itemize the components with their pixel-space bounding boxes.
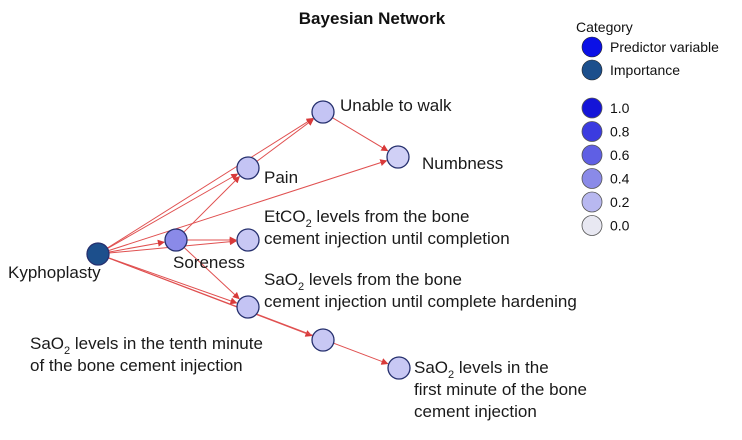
- legend-scale-label: 0.4: [610, 171, 630, 187]
- legend-scale-marker: [581, 168, 603, 189]
- node-etco2[interactable]: [236, 228, 260, 252]
- node-label-soreness: Soreness: [173, 253, 245, 272]
- node-label-numbness: Numbness: [422, 154, 503, 173]
- legend-scale-label: 0.0: [610, 218, 630, 234]
- node-label-sao2-tenth-line-2: of the bone cement injection: [30, 356, 243, 375]
- legend-scale-label: 0.6: [610, 147, 630, 163]
- legend-scale-marker: [581, 191, 603, 213]
- node-label-etco2-line-2: cement injection until completion: [264, 229, 510, 248]
- legend-scale-label: 1.0: [610, 100, 630, 116]
- legend-scale-marker: [581, 215, 603, 236]
- node-labels-layer: Kyphoplasty Soreness Pain Unable to walkNum…: [8, 96, 587, 421]
- edge-kyphoplasty-to-numbness: [108, 159, 388, 252]
- edge-unable-to-walk-to-numbness: [332, 117, 389, 152]
- node-label-sao2-first-line-3: cement injection: [414, 402, 537, 421]
- edge-kyphoplasty-to-soreness: [108, 239, 165, 253]
- legend-category-label: Predictor variable: [610, 39, 719, 55]
- node-numbness[interactable]: [386, 145, 410, 169]
- edge-pain-to-unable-to-walk: [256, 118, 314, 162]
- edge-kyphoplasty-to-unable-to-walk: [107, 117, 314, 249]
- edge-kyphoplasty-to-pain: [107, 173, 239, 249]
- diagram-title: Bayesian Network: [299, 9, 446, 28]
- node-label-kyphoplasty: Kyphoplasty: [8, 263, 101, 282]
- legend-category-marker: [581, 36, 603, 58]
- node-label-sao2-hardening-line-1: SaO2 levels from the bone: [264, 270, 462, 293]
- node-label-sao2-tenth-line-1: SaO2 levels in the tenth minute: [30, 334, 263, 357]
- legend-category-marker: [581, 59, 603, 81]
- legend-scale-marker: [581, 144, 603, 166]
- edge-soreness-to-sao2-hardening: [183, 247, 240, 300]
- legend-scale: 1.0 0.8 0.6 0.4 0.2 0.0: [581, 97, 630, 236]
- node-label-sao2-hardening-line-2: cement injection until complete hardenin…: [264, 292, 577, 311]
- node-soreness[interactable]: [164, 228, 188, 252]
- nodes-layer: [86, 100, 411, 380]
- node-label-sao2-first-line-2: first minute of the bone: [414, 380, 587, 399]
- node-pain[interactable]: [236, 156, 260, 180]
- legend-category-title: Category: [576, 19, 633, 35]
- legend-scale-label: 0.2: [610, 194, 630, 210]
- node-label-pain: Pain: [264, 168, 298, 187]
- node-label-sao2-first-line-1: SaO2 levels in the: [414, 358, 549, 381]
- node-kyphoplasty[interactable]: [86, 242, 110, 266]
- node-label-etco2-line-1: EtCO2 levels from the bone: [264, 207, 470, 230]
- legend-scale-marker: [581, 97, 603, 119]
- node-label-unable-to-walk: Unable to walk: [340, 96, 452, 115]
- legend-scale-label: 0.8: [610, 124, 630, 140]
- node-unable-to-walk[interactable]: [311, 100, 335, 124]
- node-sao2-hardening[interactable]: [236, 295, 260, 319]
- legend-category-label: Importance: [610, 62, 680, 78]
- edge-kyphoplasty-to-sao2-hardening: [108, 257, 238, 305]
- legend-scale-marker: [581, 121, 603, 142]
- node-sao2-tenth[interactable]: [311, 328, 335, 352]
- node-sao2-first[interactable]: [387, 356, 411, 380]
- edge-soreness-to-pain: [183, 176, 240, 233]
